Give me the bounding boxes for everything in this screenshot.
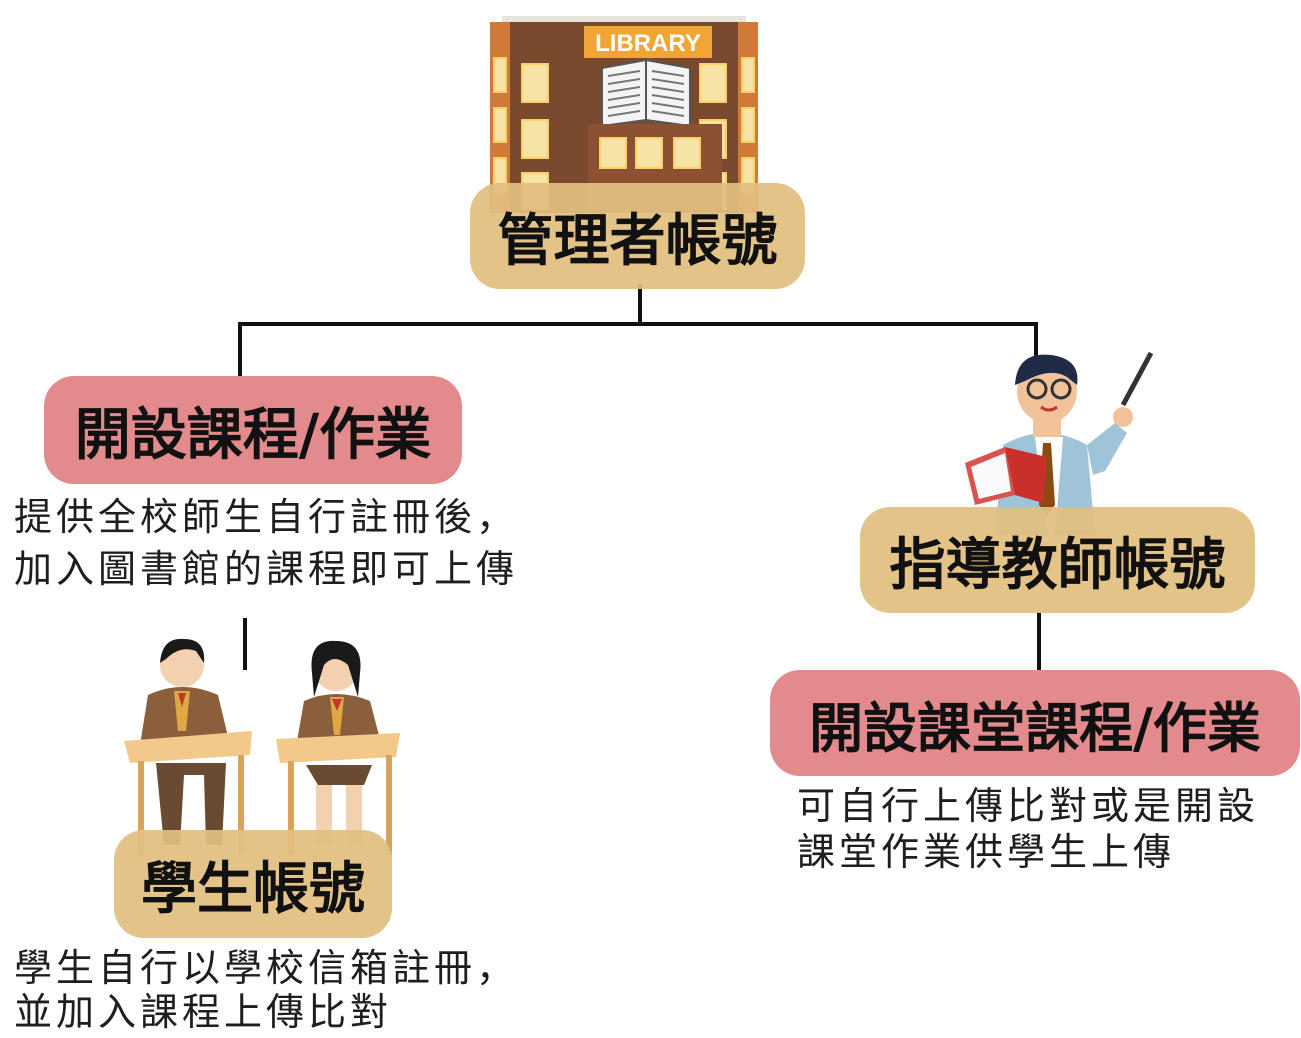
connector-teacher-down: [1037, 612, 1041, 670]
students-illustration: [124, 638, 400, 855]
connector-right-down: [1034, 322, 1038, 362]
open-course-desc-line1: 提供全校師生自行註冊後，: [14, 495, 519, 539]
teacher-account-node: 指導教師帳號: [860, 507, 1255, 613]
connector-admin-down: [638, 284, 642, 326]
connector-left-down: [238, 322, 242, 382]
connector-students-up: [243, 618, 247, 670]
open-course-node: 開設課程/作業: [44, 376, 462, 484]
student-account-node: 學生帳號: [114, 830, 392, 938]
student-desc-line1: 學生自行以學校信箱註冊，: [14, 946, 519, 990]
admin-account-node: 管理者帳號: [470, 183, 805, 289]
class-course-desc-line2: 課堂作業供學生上傳: [797, 830, 1176, 874]
class-course-node: 開設課堂課程/作業: [770, 670, 1300, 776]
library-sign-text: LIBRARY: [595, 30, 701, 57]
class-course-desc-line1: 可自行上傳比對或是開設: [797, 784, 1260, 828]
connector-horizontal: [238, 322, 1038, 326]
student-desc-line2: 並加入課程上傳比對: [14, 990, 393, 1034]
open-course-desc-line2: 加入圖書館的課程即可上傳: [14, 547, 519, 591]
